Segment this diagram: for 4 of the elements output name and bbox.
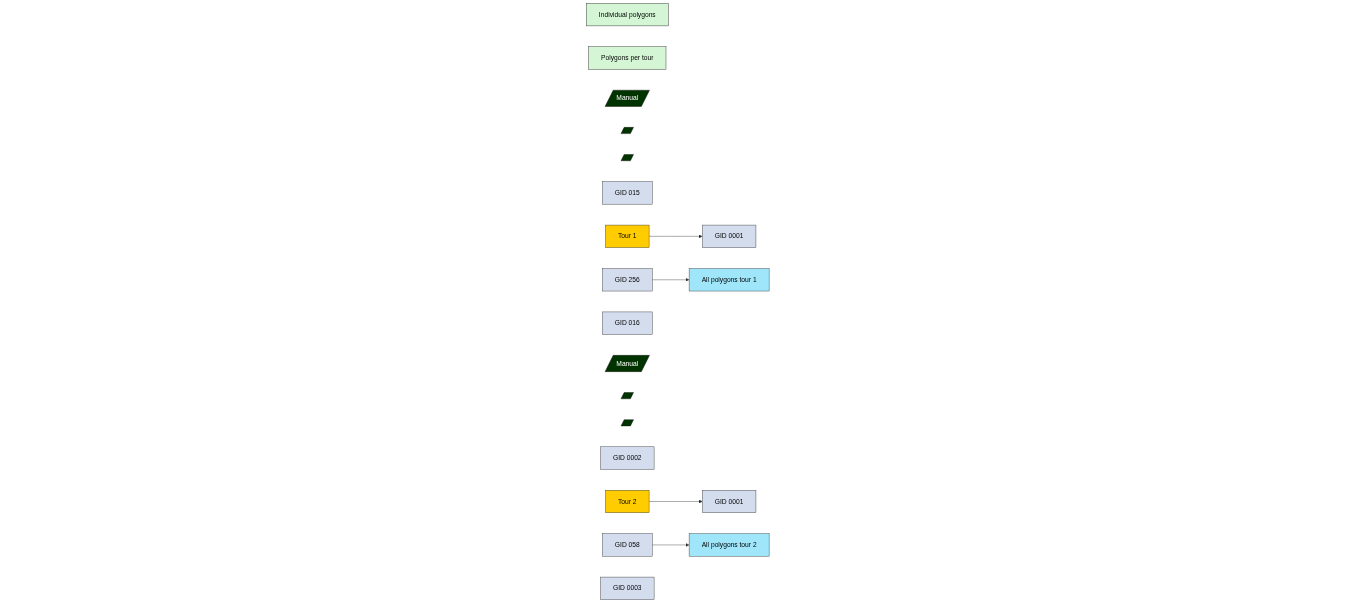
node-parallelogram	[620, 419, 634, 427]
node-parallelogram	[620, 392, 634, 399]
node-parallelogram	[620, 154, 634, 161]
node-parallelogram	[620, 127, 634, 134]
